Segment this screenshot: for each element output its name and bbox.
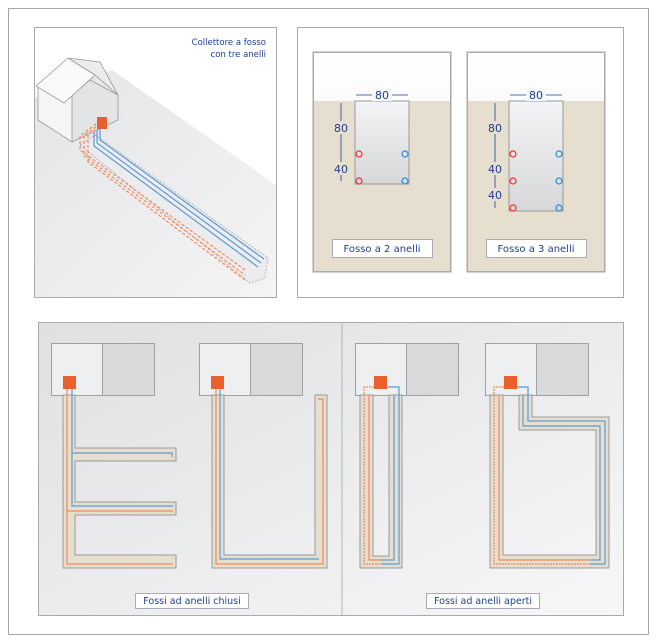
collector-icon: [374, 376, 387, 389]
isometric-view-panel: Collettore a fosso con tre anelli: [34, 27, 277, 298]
pipes-return: [93, 128, 265, 268]
open-layouts-label: Fossi ad anelli aperti: [434, 596, 532, 607]
open-layout-loop: [485, 343, 610, 569]
dim-depth: 80: [488, 122, 502, 135]
supply-pipe-icon: [355, 150, 363, 158]
trench-isometric: [79, 134, 269, 284]
section-2-rings: 80 80 40 Fosso a 2 anelli: [312, 51, 452, 273]
section-3-rings: 80 80 40 40 Fosso a 3 anelli: [466, 51, 606, 273]
return-pipe-icon: [401, 177, 409, 185]
closed-layouts-label: Fossi ad anelli chiusi: [143, 596, 241, 607]
cross-sections-panel: 80 80 40 Fosso a 2 anelli 80: [297, 27, 624, 298]
return-pipe-icon: [555, 204, 563, 212]
house-icon: [35, 57, 119, 143]
supply-pipe-icon: [355, 177, 363, 185]
closed-layout-loop: [199, 343, 328, 569]
dim-depth: 80: [334, 122, 348, 135]
dim-spacing: 40: [488, 163, 502, 176]
collector-icon: [97, 117, 107, 129]
supply-pipe-icon: [509, 177, 517, 185]
collector-icon: [211, 376, 224, 389]
dim-width: 80: [375, 89, 389, 102]
supply-pipe-icon: [509, 204, 517, 212]
iso-title-line2: con tre anelli: [211, 50, 266, 60]
dim-width: 80: [529, 89, 543, 102]
iso-title-line1: Collettore a fosso: [192, 38, 266, 48]
supply-pipe-icon: [509, 150, 517, 158]
return-pipe-icon: [555, 177, 563, 185]
dim-spacing: 40: [488, 189, 502, 202]
section-2-label: Fosso a 2 anelli: [343, 244, 420, 255]
return-pipe-icon: [401, 150, 409, 158]
open-layout-hairpin: [355, 343, 459, 569]
collector-icon: [63, 376, 76, 389]
collector-icon: [504, 376, 517, 389]
section-3-label: Fosso a 3 anelli: [497, 244, 574, 255]
layouts-panel: Fossi ad anelli chiusi Fossi ad anelli a…: [38, 322, 624, 616]
pipes-supply: [79, 123, 246, 281]
closed-layout-comb: [51, 343, 177, 569]
return-pipe-icon: [555, 150, 563, 158]
dim-spacing: 40: [334, 163, 348, 176]
